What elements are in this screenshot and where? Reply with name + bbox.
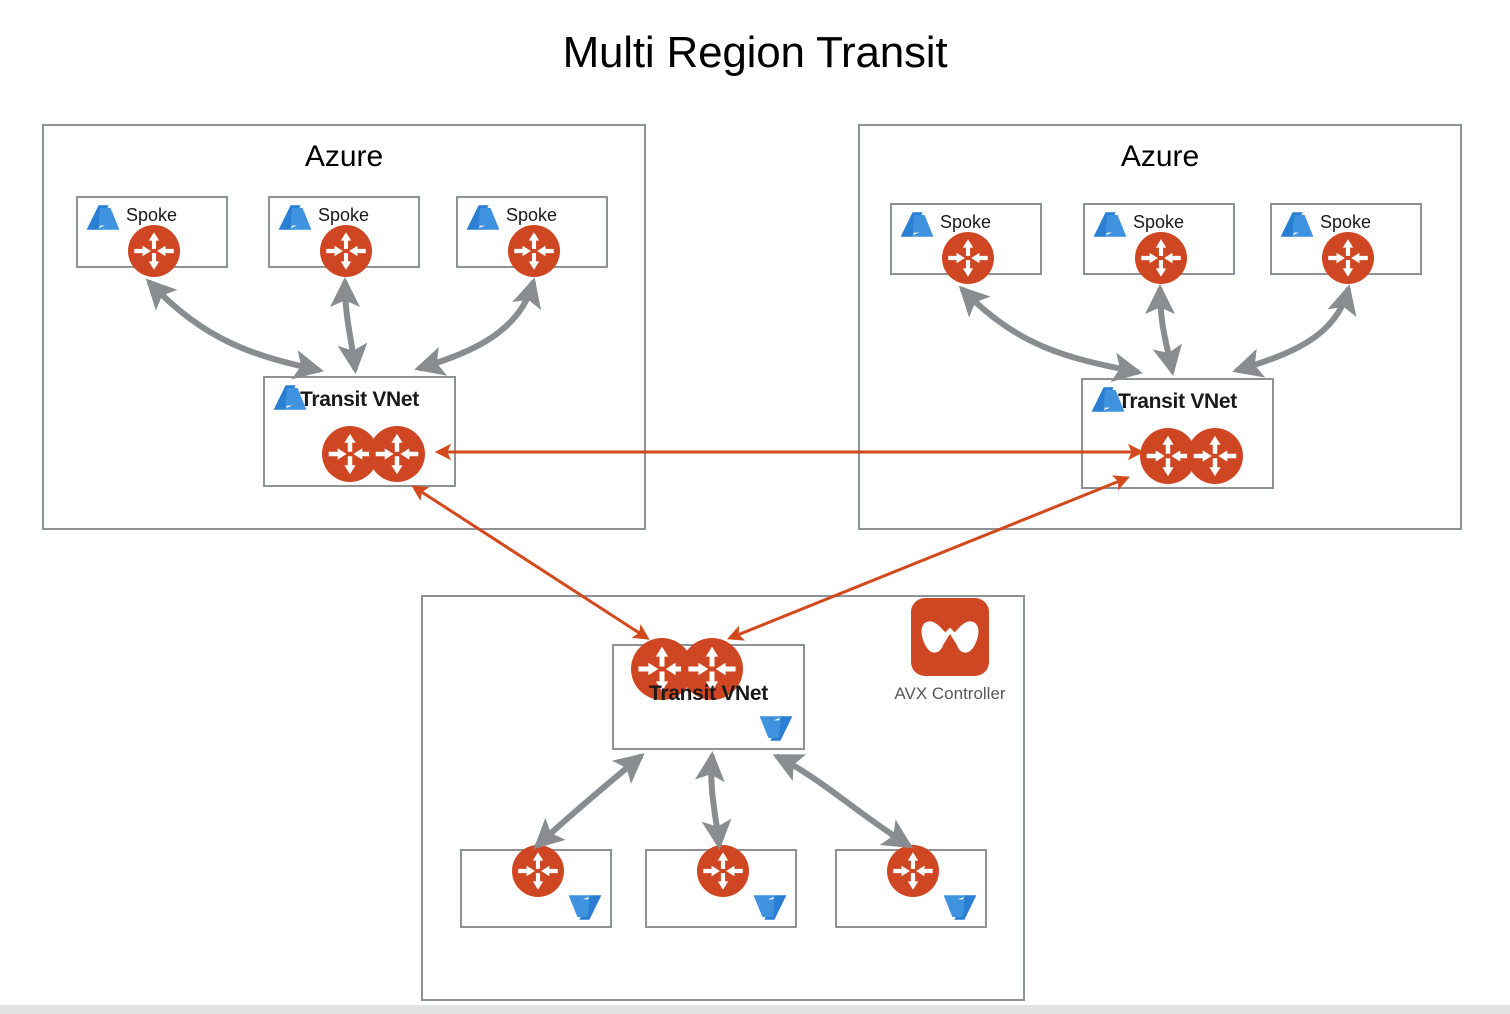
spoke-label: Spoke	[506, 205, 558, 225]
transit-vnet-label: Transit VNet	[649, 682, 768, 705]
transit-vnet-box[interactable]: Transit VNet	[1081, 378, 1274, 489]
spoke-box[interactable]: Spoke	[76, 196, 228, 268]
spoke-box[interactable]: Spoke	[890, 203, 1042, 275]
avx-controller[interactable]: AVX Controller	[870, 598, 1030, 704]
spoke-label: Spoke	[318, 205, 370, 225]
spoke-box[interactable]	[645, 849, 797, 928]
router-icon	[1135, 232, 1187, 284]
spoke-box[interactable]: Spoke	[1270, 203, 1422, 275]
spoke-box[interactable]	[460, 849, 612, 928]
azure-icon-flipped	[568, 894, 602, 921]
azure-icon	[86, 204, 120, 231]
router-icon	[697, 845, 749, 897]
region-azure-left: Azure	[42, 124, 646, 530]
router-icon	[1322, 232, 1374, 284]
aviatrix-icon	[911, 598, 989, 676]
azure-icon-flipped	[943, 894, 977, 921]
router-icon	[942, 232, 994, 284]
spoke-box[interactable]	[835, 849, 987, 928]
azure-icon	[278, 204, 312, 231]
spoke-box[interactable]: Spoke	[268, 196, 420, 268]
router-icon	[1187, 428, 1243, 484]
region-title: Azure	[1120, 140, 1200, 173]
spoke-label: Spoke	[940, 212, 992, 232]
router-icon	[128, 225, 180, 277]
spoke-label: Spoke	[1320, 212, 1372, 232]
spoke-box[interactable]: Spoke	[456, 196, 608, 268]
transit-vnet-label: Transit VNet	[300, 388, 419, 411]
page-title: Multi Region Transit	[562, 28, 948, 77]
azure-icon-flipped	[753, 894, 787, 921]
spoke-label: Spoke	[1133, 212, 1185, 232]
router-icon	[369, 426, 425, 482]
spoke-box[interactable]: Spoke	[1083, 203, 1235, 275]
avx-controller-label: AVX Controller	[894, 684, 1006, 703]
azure-icon	[1280, 211, 1314, 238]
transit-vnet-box[interactable]: Transit VNet	[263, 376, 456, 487]
router-icon	[508, 225, 560, 277]
router-icon	[512, 845, 564, 897]
region-cloud-bottom	[421, 595, 1025, 1001]
azure-icon-flipped	[759, 715, 793, 742]
azure-icon	[900, 211, 934, 238]
router-icon	[887, 845, 939, 897]
spoke-label: Spoke	[126, 205, 178, 225]
bottom-strip	[0, 1005, 1510, 1014]
azure-icon	[466, 204, 500, 231]
transit-vnet-box[interactable]: Transit VNet	[612, 644, 805, 750]
region-title: Azure	[304, 140, 384, 173]
transit-vnet-label: Transit VNet	[1118, 390, 1237, 413]
azure-icon	[1093, 211, 1127, 238]
router-icon	[320, 225, 372, 277]
region-azure-right: Azure	[858, 124, 1462, 530]
